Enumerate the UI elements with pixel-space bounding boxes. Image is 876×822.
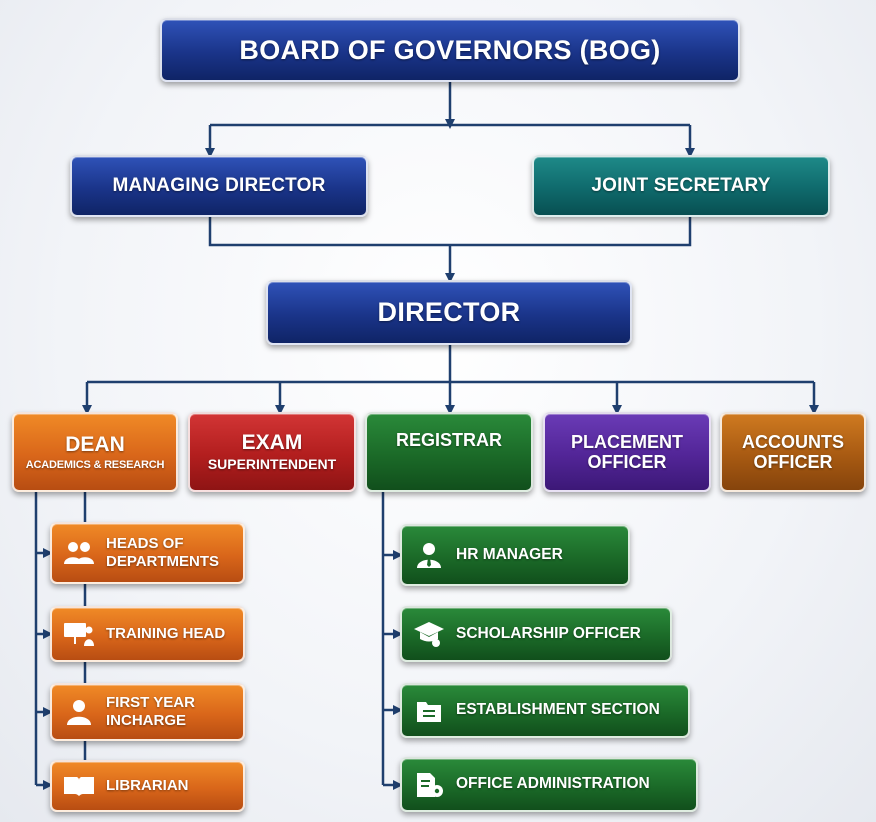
accounts-line2: OFFICER [753, 452, 833, 472]
first-year-label: FIRST YEAR INCHARGE [106, 694, 195, 730]
placement-line2: OFFICER [587, 452, 667, 472]
heads-of-departments-label: HEADS OF DEPARTMENTS [106, 535, 219, 571]
scholarship-officer-label: SCHOLARSHIP OFFICER [456, 624, 641, 642]
first-year-incharge-node: FIRST YEAR INCHARGE [50, 683, 245, 741]
establishment-section-node: ESTABLISHMENT SECTION [400, 683, 690, 738]
first-year-line2: INCHARGE [106, 712, 187, 729]
manager-icon [412, 540, 446, 570]
dean-node: DEAN ACADEMICS & RESEARCH [12, 412, 178, 492]
hr-manager-node: HR MANAGER [400, 524, 630, 586]
connector-md-to-bar [208, 217, 692, 247]
exam-subtitle: SUPERINTENDENT [207, 455, 337, 472]
joint-secretary-node: JOINT SECRETARY [532, 155, 830, 217]
accounts-node: ACCOUNTS OFFICER [720, 412, 866, 492]
exam-node: EXAM SUPERINTENDENT [188, 412, 356, 492]
folder-icon [412, 696, 446, 726]
registrar-title: REGISTRAR [395, 430, 502, 450]
person-icon [62, 697, 96, 727]
bog-title: BOARD OF GOVERNORS (BOG) [239, 34, 661, 65]
graduation-cap-icon [412, 619, 446, 649]
first-year-line1: FIRST YEAR [106, 694, 195, 711]
bog-node: BOARD OF GOVERNORS (BOG) [160, 18, 740, 82]
heads-line2: DEPARTMENTS [106, 553, 220, 570]
placement-line1: PLACEMENT [571, 431, 683, 452]
dean-subtitle: ACADEMICS & RESEARCH [25, 459, 165, 472]
document-gear-icon [412, 770, 446, 800]
book-icon [62, 771, 96, 801]
dean-title: DEAN [65, 432, 125, 456]
registrar-node: REGISTRAR [365, 412, 533, 492]
establishment-section-label: ESTABLISHMENT SECTION [456, 701, 660, 719]
librarian-label: LIBRARIAN [106, 777, 189, 794]
managing-director-node: MANAGING DIRECTOR [70, 155, 368, 217]
accounts-line1: ACCOUNTS [742, 431, 844, 452]
presentation-icon [62, 619, 96, 649]
training-head-node: TRAINING HEAD [50, 606, 245, 662]
librarian-node: LIBRARIAN [50, 760, 245, 812]
director-node: DIRECTOR [266, 280, 632, 345]
office-administration-node: OFFICE ADMINISTRATION [400, 757, 698, 812]
exam-title: EXAM [241, 431, 303, 455]
heads-line1: HEADS OF [106, 535, 184, 552]
training-head-label: TRAINING HEAD [106, 625, 226, 642]
group-icon [62, 538, 96, 568]
managing-director-title: MANAGING DIRECTOR [112, 175, 326, 197]
joint-secretary-title: JOINT SECRETARY [591, 175, 771, 197]
placement-node: PLACEMENT OFFICER [543, 412, 711, 492]
director-title: DIRECTOR [377, 297, 521, 328]
heads-of-departments-node: HEADS OF DEPARTMENTS [50, 522, 245, 584]
office-administration-label: OFFICE ADMINISTRATION [456, 775, 650, 793]
scholarship-officer-node: SCHOLARSHIP OFFICER [400, 606, 672, 662]
hr-manager-label: HR MANAGER [456, 545, 563, 563]
